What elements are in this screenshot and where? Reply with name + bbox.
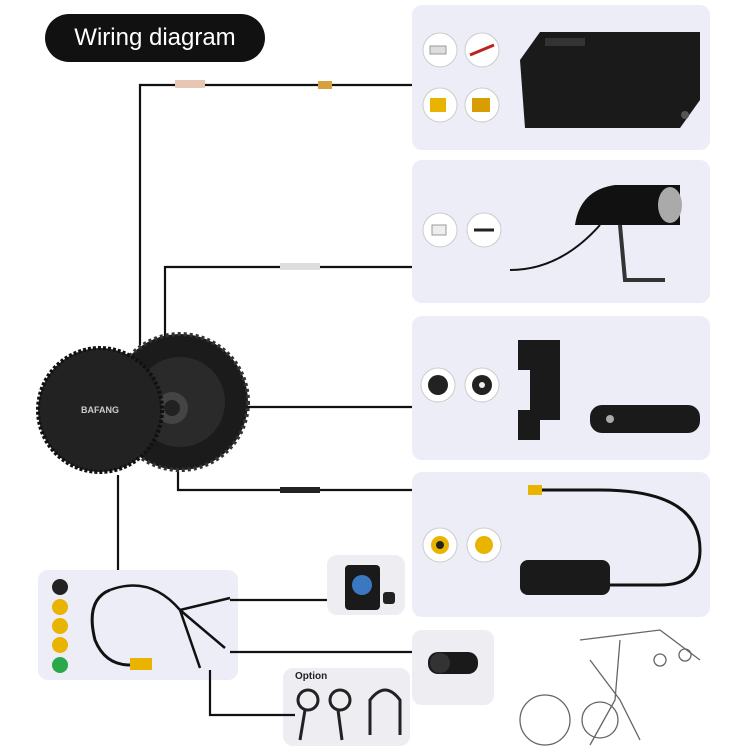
throttle-icon — [428, 652, 478, 674]
extension-cable-icon — [520, 485, 702, 595]
inline-connectors — [175, 80, 332, 493]
brake-lever-icons — [296, 688, 402, 741]
headlight-wire — [163, 265, 412, 345]
page-title: Wiring diagram — [45, 14, 265, 62]
harness-connector-icons — [52, 579, 68, 673]
headlight-connector-icons — [422, 212, 502, 248]
bike-sketch-icon — [519, 629, 701, 746]
extension-wire — [176, 470, 412, 492]
battery-icon — [520, 32, 700, 128]
speed-sensor-icon — [518, 340, 700, 440]
battery-wire — [138, 83, 412, 345]
headlight-icon — [509, 185, 682, 282]
option-label: Option — [295, 671, 328, 682]
speed-sensor-panel — [412, 316, 710, 460]
main-harness-icon — [90, 584, 231, 670]
motor-logo: BAFANG — [81, 405, 119, 415]
battery-connector-icons — [422, 32, 500, 123]
sensor-connector-icons — [420, 367, 500, 403]
display-icon — [345, 565, 395, 610]
motor-icon: BAFANG — [36, 332, 250, 474]
brake-wire — [208, 670, 295, 717]
extension-connector-icons — [422, 527, 502, 563]
